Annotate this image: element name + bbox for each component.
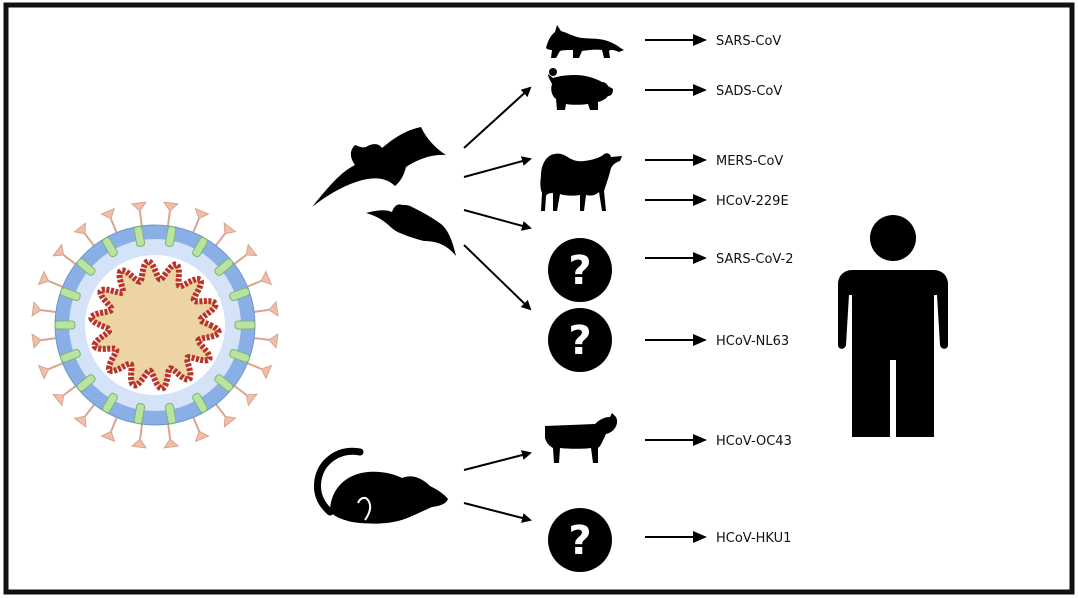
virus-label-hcov-hku1: HCoV-HKU1	[716, 531, 791, 546]
svg-text:?: ?	[568, 318, 591, 364]
virus-label-sars-cov-2: SARS-CoV-2	[716, 252, 794, 267]
svg-text:?: ?	[568, 518, 591, 564]
virus-label-sars-cov: SARS-CoV	[716, 34, 781, 49]
svg-text:?: ?	[568, 248, 591, 294]
virus-label-hcov-229e: HCoV-229E	[716, 194, 789, 209]
question-mark-icon: ?	[548, 508, 612, 572]
virus-label-mers-cov: MERS-CoV	[716, 154, 783, 169]
virus-label-hcov-oc43: HCoV-OC43	[716, 434, 792, 449]
virus-label-sads-cov: SADS-CoV	[716, 84, 782, 99]
virus-label-hcov-nl63: HCoV-NL63	[716, 334, 789, 349]
question-mark-icon: ?	[548, 308, 612, 372]
question-mark-icon: ?	[548, 238, 612, 302]
